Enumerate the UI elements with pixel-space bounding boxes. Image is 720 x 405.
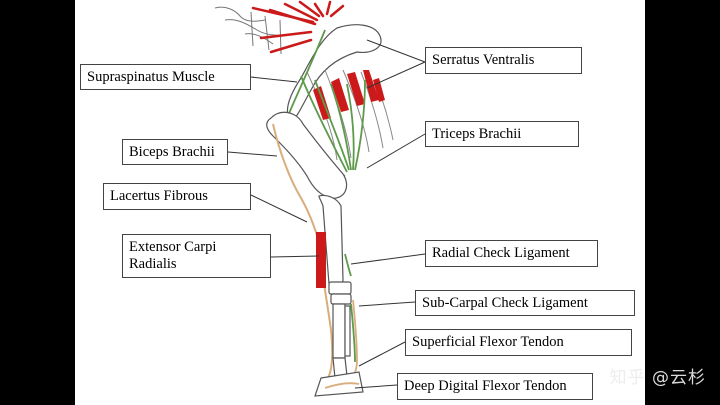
label-supraspinatus: Supraspinatus Muscle (80, 64, 251, 90)
label-deep-digital-flexor-tendon: Deep Digital Flexor Tendon (397, 373, 593, 400)
radial-check (344, 253, 352, 277)
dorsal-spines (251, 0, 345, 54)
carpus (328, 281, 352, 305)
humerus (266, 111, 348, 199)
watermark-text: 知乎 @云杉 (609, 368, 706, 388)
label-lacertus-fibrous: Lacertus Fibrous (103, 183, 251, 210)
diagram-slide: Supraspinatus Muscle Serratus Ventralis … (75, 0, 645, 405)
hoof (314, 357, 364, 397)
label-extensor-carpi-radialis: Extensor Carpi Radialis (122, 234, 271, 278)
label-serratus-ventralis: Serratus Ventralis (425, 47, 582, 74)
hoof-tendon (324, 382, 360, 389)
label-biceps-brachii: Biceps Brachii (122, 139, 228, 165)
label-radial-check-ligament: Radial Check Ligament (425, 240, 598, 267)
leader-lines (227, 39, 426, 389)
label-triceps-brachii: Triceps Brachii (425, 121, 579, 147)
horse-forelimb-illustration (214, 0, 426, 397)
label-sub-carpal-check-ligament: Sub-Carpal Check Ligament (415, 290, 635, 316)
label-superficial-flexor-tendon: Superficial Flexor Tendon (405, 329, 632, 356)
extensor-carpi-muscle (316, 232, 326, 288)
cannon-bone (332, 303, 351, 359)
